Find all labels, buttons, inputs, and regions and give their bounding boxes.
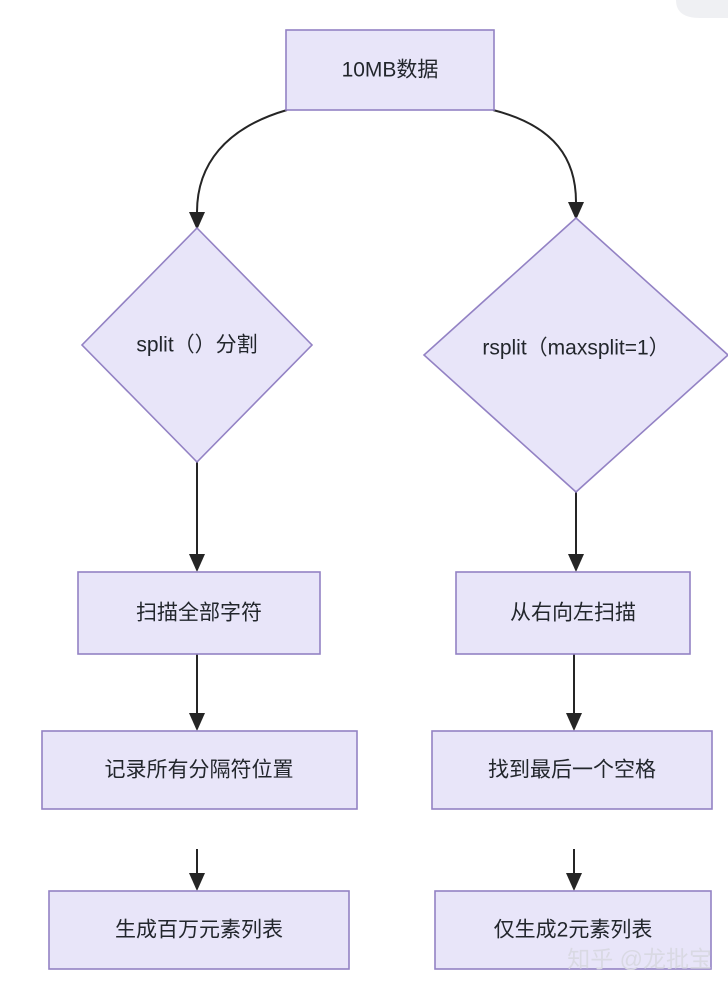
node-scan-right[interactable]: 从右向左扫描 [455, 571, 691, 655]
node-find-last[interactable]: 找到最后一个空格 [431, 730, 713, 810]
node-source[interactable]: 10MB数据 [285, 29, 495, 111]
edge-source-rsplit [492, 109, 584, 220]
edge-scan-right-find-last [566, 654, 582, 731]
edge-split-scan-all [189, 462, 205, 572]
node-scan-right-shape[interactable] [455, 571, 691, 655]
node-find-last-shape[interactable] [431, 730, 713, 810]
edge-scan-all-record-all-arrowhead [189, 713, 205, 731]
edge-source-split-arrowhead [189, 212, 205, 230]
edge-source-rsplit-line [492, 109, 577, 203]
node-two-items-shape[interactable] [434, 890, 712, 970]
edge-record-all-million [189, 849, 205, 891]
node-source-shape[interactable] [285, 29, 495, 111]
node-record-all-label: 记录所有分隔符位置 [105, 759, 294, 782]
node-record-all-shape[interactable] [41, 730, 358, 810]
edge-split-scan-all-arrowhead [189, 554, 205, 572]
edge-layer [189, 109, 584, 891]
node-rsplit-shape[interactable] [422, 216, 728, 494]
corner-artifact [676, 0, 728, 18]
node-scan-right-label: 从右向左扫描 [510, 602, 636, 625]
edge-find-last-two-items-arrowhead [566, 873, 582, 891]
node-find-last-label: 找到最后一个空格 [488, 759, 656, 782]
node-scan-all-shape[interactable] [77, 571, 321, 655]
edge-source-split [189, 109, 288, 230]
node-scan-all-label: 扫描全部字符 [136, 602, 262, 625]
edge-source-rsplit-arrowhead [568, 202, 584, 220]
node-million-label: 生成百万元素列表 [115, 919, 283, 942]
edge-scan-right-find-last-arrowhead [566, 713, 582, 731]
node-two-items-label: 仅生成2元素列表 [494, 919, 653, 942]
node-split-shape[interactable] [80, 226, 314, 464]
node-rsplit-label: rsplit（maxsplit=1） [482, 337, 669, 360]
edge-rsplit-scan-right [568, 492, 584, 572]
zhihu-watermark: 知乎 @龙批宝 [567, 946, 712, 972]
edge-scan-all-record-all [189, 654, 205, 731]
node-record-all[interactable]: 记录所有分隔符位置 [41, 730, 358, 810]
node-two-items[interactable]: 仅生成2元素列表 [434, 890, 712, 970]
node-million[interactable]: 生成百万元素列表 [48, 890, 350, 970]
node-split[interactable]: split（）分割 [80, 226, 314, 464]
node-layer: 10MB数据 split（）分割 rsplit（maxsplit=1） 扫描全部… [41, 29, 728, 970]
edge-source-split-line [196, 109, 288, 213]
node-million-shape[interactable] [48, 890, 350, 970]
node-split-label: split（）分割 [136, 334, 257, 357]
edge-find-last-two-items [566, 849, 582, 891]
node-scan-all[interactable]: 扫描全部字符 [77, 571, 321, 655]
edge-record-all-million-arrowhead [189, 873, 205, 891]
edge-rsplit-scan-right-arrowhead [568, 554, 584, 572]
node-source-label: 10MB数据 [342, 59, 439, 82]
node-rsplit[interactable]: rsplit（maxsplit=1） [422, 216, 728, 494]
